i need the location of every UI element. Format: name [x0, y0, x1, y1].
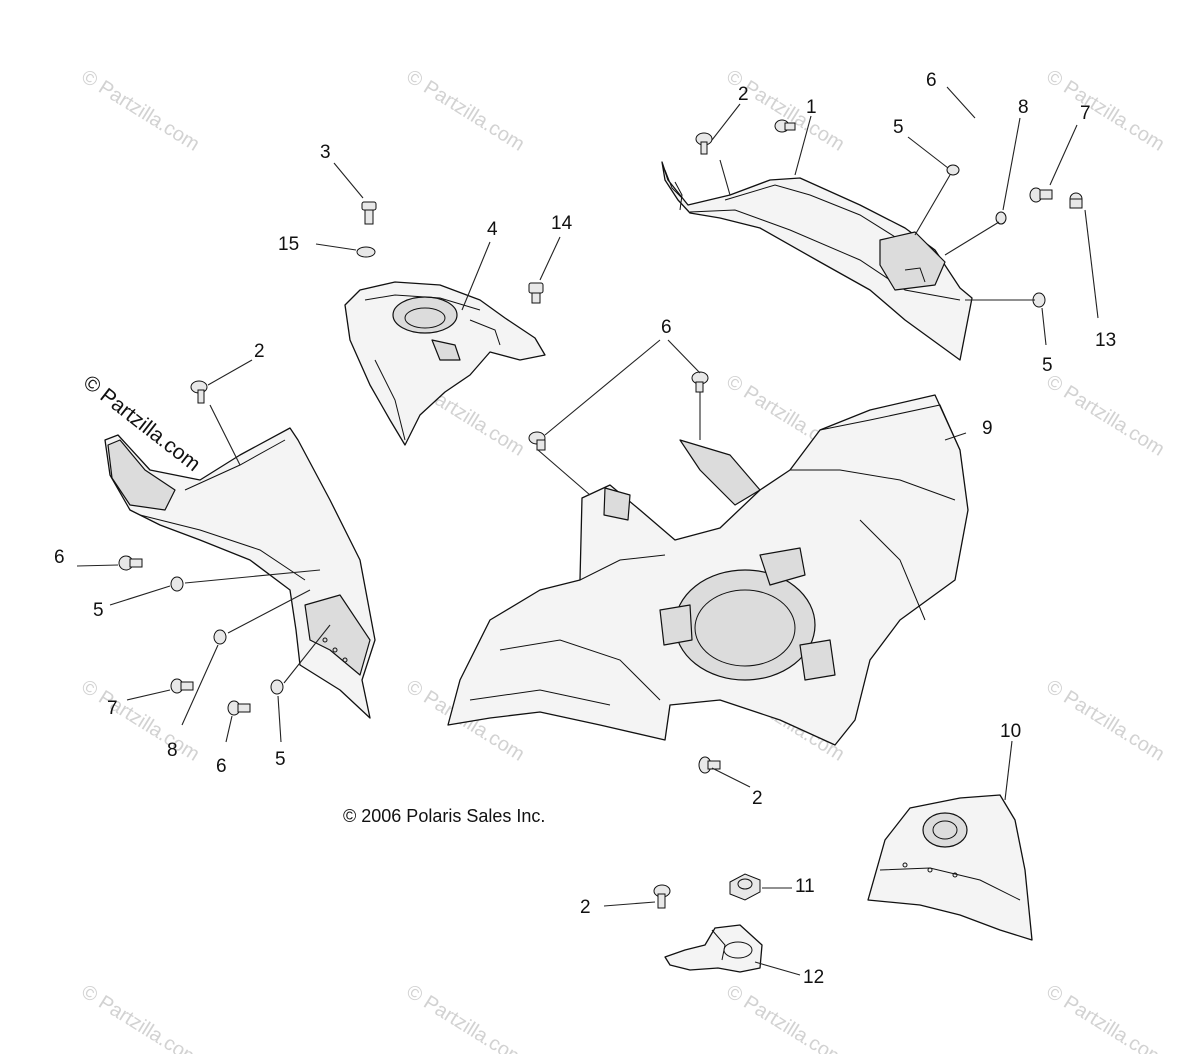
- callout-5: 5: [1042, 355, 1053, 376]
- watermark: © Partzilla.com: [1042, 66, 1168, 156]
- callout-9: 9: [982, 418, 993, 439]
- washer-8-top: [995, 211, 1007, 225]
- washer-5-top: [946, 164, 960, 176]
- screw-6-center-a: [691, 371, 709, 393]
- callout-12: 12: [803, 967, 824, 988]
- part-1-right-side-panel: [661, 161, 973, 361]
- callout-5: 5: [275, 749, 286, 770]
- part-10-lower-pod: [867, 794, 1033, 941]
- callout-7: 7: [107, 698, 118, 719]
- callout-13: 13: [1095, 330, 1116, 351]
- callout-5: 5: [93, 600, 104, 621]
- callout-6: 6: [54, 547, 65, 568]
- leader-lines: [76, 86, 1099, 976]
- screw-7-left: [170, 678, 194, 694]
- callout-5: 5: [893, 117, 904, 138]
- callout-2: 2: [580, 897, 591, 918]
- watermark: © Partzilla.com: [722, 981, 848, 1054]
- screw-6-lower-left: [227, 700, 251, 716]
- screw-6-left: [118, 555, 143, 571]
- callout-6: 6: [661, 317, 672, 338]
- screw-7-top: [1029, 187, 1053, 203]
- callout-4: 4: [487, 219, 498, 240]
- callout-6: 6: [926, 70, 937, 91]
- watermark: © Partzilla.com: [77, 66, 203, 156]
- callout-2: 2: [254, 341, 265, 362]
- screw-3: [361, 201, 377, 225]
- bolt-14: [528, 282, 544, 304]
- copyright-text: © 2006 Polaris Sales Inc.: [343, 806, 545, 826]
- callout-8: 8: [167, 740, 178, 761]
- watermark: © Partzilla.com: [402, 66, 528, 156]
- screw-13: [1069, 192, 1083, 209]
- nut-11: [729, 873, 761, 901]
- watermark: © Partzilla.com: [1042, 371, 1168, 461]
- screw-2-bottom: [653, 884, 671, 909]
- callout-6: 6: [216, 756, 227, 777]
- callout-15: 15: [278, 234, 299, 255]
- screw-2-top: [695, 132, 713, 155]
- callout-1: 1: [806, 97, 817, 118]
- part-left-side-panel: [104, 427, 376, 719]
- part-4-headlight-pod: [344, 281, 546, 446]
- callout-8: 8: [1018, 97, 1029, 118]
- screw-6-top: [774, 119, 796, 133]
- screw-2-left: [190, 380, 208, 404]
- callout-labels: 1 2 6 8 5 7 13 5 3 15 4 14 6 9 2 6 5 7 8…: [54, 70, 1116, 988]
- washer-8-left: [213, 629, 227, 645]
- watermark: © Partzilla.com: [722, 66, 848, 156]
- screw-6-center-b: [528, 431, 546, 451]
- watermark: © Partzilla.com: [1042, 981, 1168, 1054]
- part-12-bracket: [664, 924, 763, 973]
- callout-11: 11: [795, 876, 815, 897]
- washer-5-lower-left: [270, 679, 284, 695]
- callout-3: 3: [320, 142, 331, 163]
- part-9-front-cab: [447, 394, 969, 746]
- washer-5-left: [170, 576, 184, 592]
- watermark: © Partzilla.com: [402, 981, 528, 1054]
- watermark: © Partzilla.com: [77, 981, 203, 1054]
- callout-2: 2: [752, 788, 763, 809]
- callout-2: 2: [738, 84, 749, 105]
- washer-15: [356, 246, 376, 258]
- callout-14: 14: [551, 213, 573, 234]
- callout-7: 7: [1080, 103, 1091, 124]
- watermark: © Partzilla.com: [1042, 676, 1168, 766]
- callout-10: 10: [1000, 721, 1021, 742]
- hardware: [118, 119, 1083, 909]
